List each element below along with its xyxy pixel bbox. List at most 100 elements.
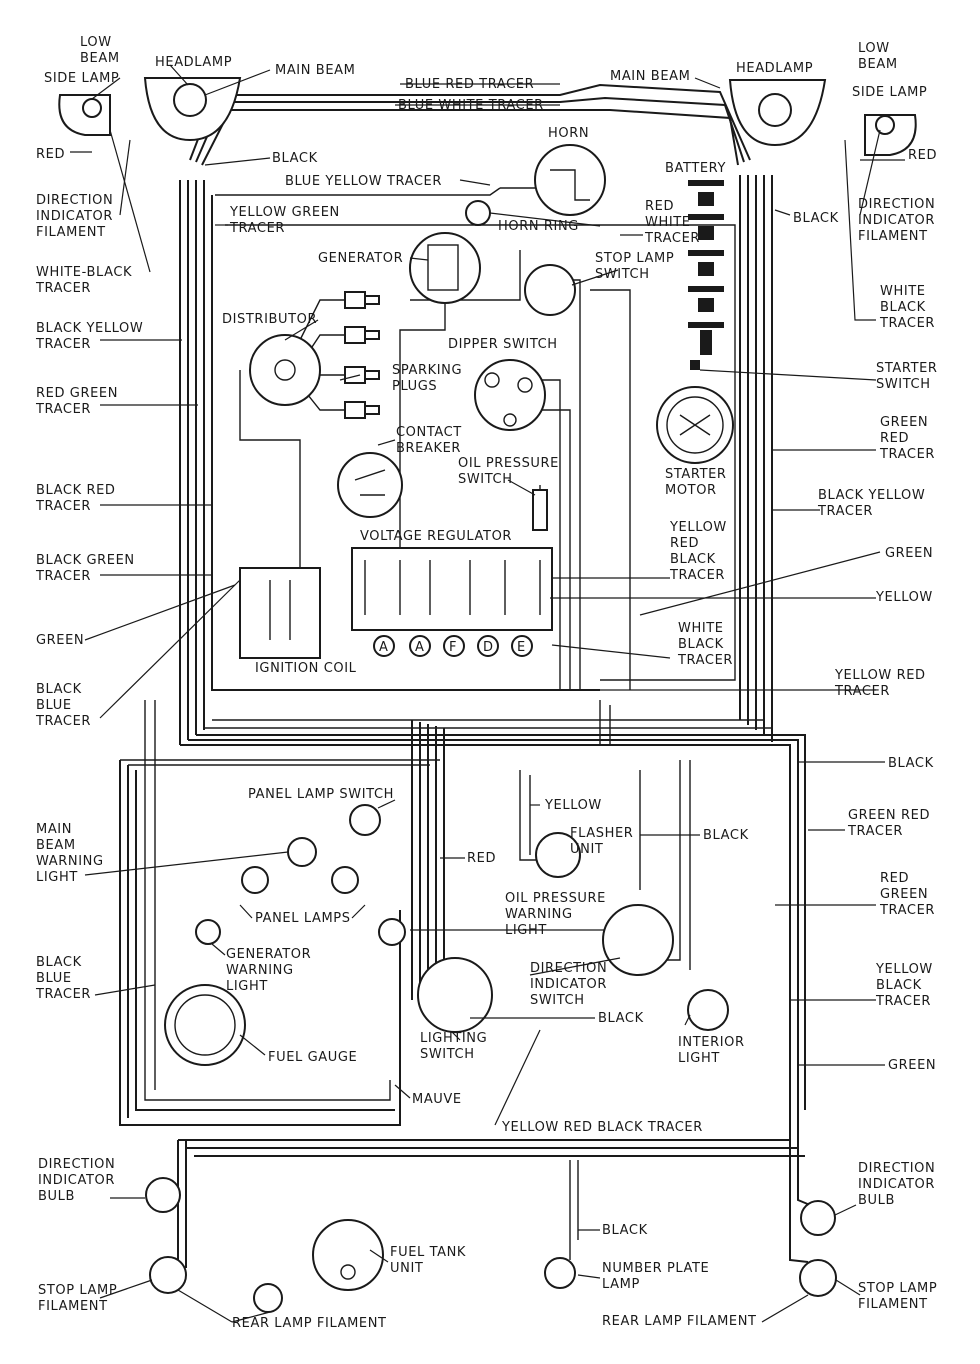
label-headlamp-left: HEADLAMP — [155, 55, 232, 70]
label-red-left: RED — [36, 147, 65, 162]
label-generator: GENERATOR — [318, 251, 403, 266]
left-headlamp-bulb — [173, 83, 207, 117]
regulator-terminals: A A F D E — [373, 635, 533, 657]
label-main-beam-right: MAIN BEAM — [610, 69, 690, 84]
label-rear-lamp-filament-left: REAR LAMP FILAMENT — [232, 1316, 387, 1331]
label-voltage-regulator: VOLTAGE REGULATOR — [360, 529, 512, 544]
panel-lamp-1 — [241, 866, 269, 894]
label-blue-yellow-tracer: BLUE YELLOW TRACER — [285, 174, 442, 189]
label-green-left: GREEN — [36, 633, 84, 648]
label-horn-ring: HORN RING — [498, 219, 579, 234]
oil-pressure-warning-light — [378, 918, 406, 946]
leader-lines — [70, 64, 905, 1323]
label-mauve: MAUVE — [412, 1092, 462, 1107]
left-rear-lamp — [253, 1283, 283, 1313]
dipper-switch — [474, 359, 546, 431]
label-black-top-left: BLACK — [272, 151, 318, 166]
label-panel-lamps: PANEL LAMPS — [255, 911, 351, 926]
oil-pressure-switch — [532, 489, 548, 531]
label-rear-lamp-filament-right: REAR LAMP FILAMENT — [602, 1314, 757, 1329]
terminal-f: F — [449, 640, 457, 655]
label-fuel-gauge: FUEL GAUGE — [268, 1050, 357, 1065]
label-black-lower: BLACK — [598, 1011, 644, 1026]
generator — [409, 232, 481, 304]
panel-lamp-2 — [331, 866, 359, 894]
flasher-unit — [535, 832, 581, 878]
horn — [534, 144, 606, 216]
battery — [688, 180, 724, 355]
label-blue-white-tracer: BLUE WHITE TRACER — [398, 98, 544, 113]
voltage-regulator — [351, 547, 553, 631]
right-headlamp-bulb — [758, 93, 792, 127]
label-main-beam-left: MAIN BEAM — [275, 63, 355, 78]
label-black-flasher: BLACK — [703, 828, 749, 843]
terminal-a1: A — [379, 640, 389, 655]
label-green-right: GREEN — [885, 546, 933, 561]
left-stop-lamp — [149, 1256, 187, 1294]
label-ignition-coil: IGNITION COIL — [255, 661, 357, 676]
right-side-lamp-bulb — [875, 115, 895, 135]
generator-warning-light — [195, 919, 221, 945]
direction-indicator-switch — [602, 904, 674, 976]
label-yellow-mid: YELLOW — [544, 798, 602, 813]
interior-light — [687, 989, 729, 1031]
label-yellow-right: YELLOW — [875, 590, 933, 605]
label-green-right-2: GREEN — [888, 1058, 936, 1073]
wiring-harness — [119, 83, 811, 1268]
label-panel-lamp-switch: PANEL LAMP SWITCH — [248, 787, 394, 802]
contact-breaker — [337, 452, 403, 518]
label-red-mid: RED — [467, 851, 496, 866]
terminal-e: E — [517, 640, 526, 655]
label-red-right: RED — [908, 148, 937, 163]
label-black-right: BLACK — [793, 211, 839, 226]
label-black-mid-right: BLACK — [888, 756, 934, 771]
label-black-rear: BLACK — [602, 1223, 648, 1238]
main-beam-warning-light — [287, 837, 317, 867]
starter-switch — [690, 360, 700, 370]
right-stop-lamp — [799, 1259, 837, 1297]
horn-ring — [465, 200, 491, 226]
terminal-d: D — [483, 640, 494, 655]
label-side-lamp-right: SIDE LAMP — [852, 85, 927, 100]
fuel-tank-unit — [312, 1219, 384, 1291]
left-side-lamp-bulb — [82, 98, 102, 118]
panel-lamp-switch — [349, 804, 381, 836]
